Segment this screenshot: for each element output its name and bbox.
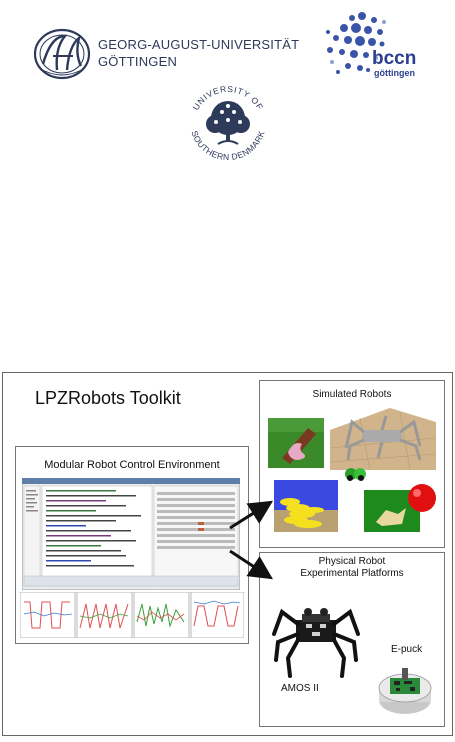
sim-image-hand (268, 418, 324, 468)
goettingen-name: GEORG-AUGUST-UNIVERSITÄT GÖTTINGEN (98, 36, 299, 70)
goettingen-line2: GÖTTINGEN (98, 54, 178, 69)
bccn-sub-text: göttingen (374, 68, 415, 78)
sdu-logo: UNIVERSITY OF SOUTHERN DENMARK (182, 82, 274, 166)
amos-label: AMOS II (281, 683, 319, 694)
sim-image-hexapod (329, 408, 437, 471)
plot-panels (19, 591, 245, 639)
epuck-robot-image (376, 660, 434, 720)
physical-title-line2: Experimental Platforms (300, 568, 404, 579)
simulated-robots-title: Simulated Robots (312, 389, 392, 400)
amos-robot-image (268, 594, 364, 682)
goettingen-logo (31, 26, 93, 82)
goettingen-line1: GEORG-AUGUST-UNIVERSITÄT (98, 37, 300, 52)
bccn-logo (322, 10, 442, 85)
modular-control-title: Modular Robot Control Environment (44, 459, 220, 471)
epuck-label: E-puck (391, 644, 423, 655)
ide-screenshot (21, 477, 241, 591)
goettingen-seal-icon (33, 28, 91, 80)
toolkit-title: LPZRobots Toolkit (35, 388, 181, 408)
bccn-main-text: bccn (372, 48, 417, 69)
sim-image-green-bot (342, 464, 368, 484)
bccn-wordmark: bccn göttingen (372, 48, 417, 78)
sim-image-snake (274, 480, 338, 532)
bccn-network-icon (326, 12, 386, 74)
tree-icon (206, 101, 250, 145)
sim-image-ball (364, 480, 438, 532)
sdu-tree-seal: UNIVERSITY OF SOUTHERN DENMARK (189, 84, 266, 162)
physical-robots-title: Physical Robot Experimental Platforms (259, 556, 445, 580)
physical-title-line1: Physical Robot (318, 556, 386, 567)
